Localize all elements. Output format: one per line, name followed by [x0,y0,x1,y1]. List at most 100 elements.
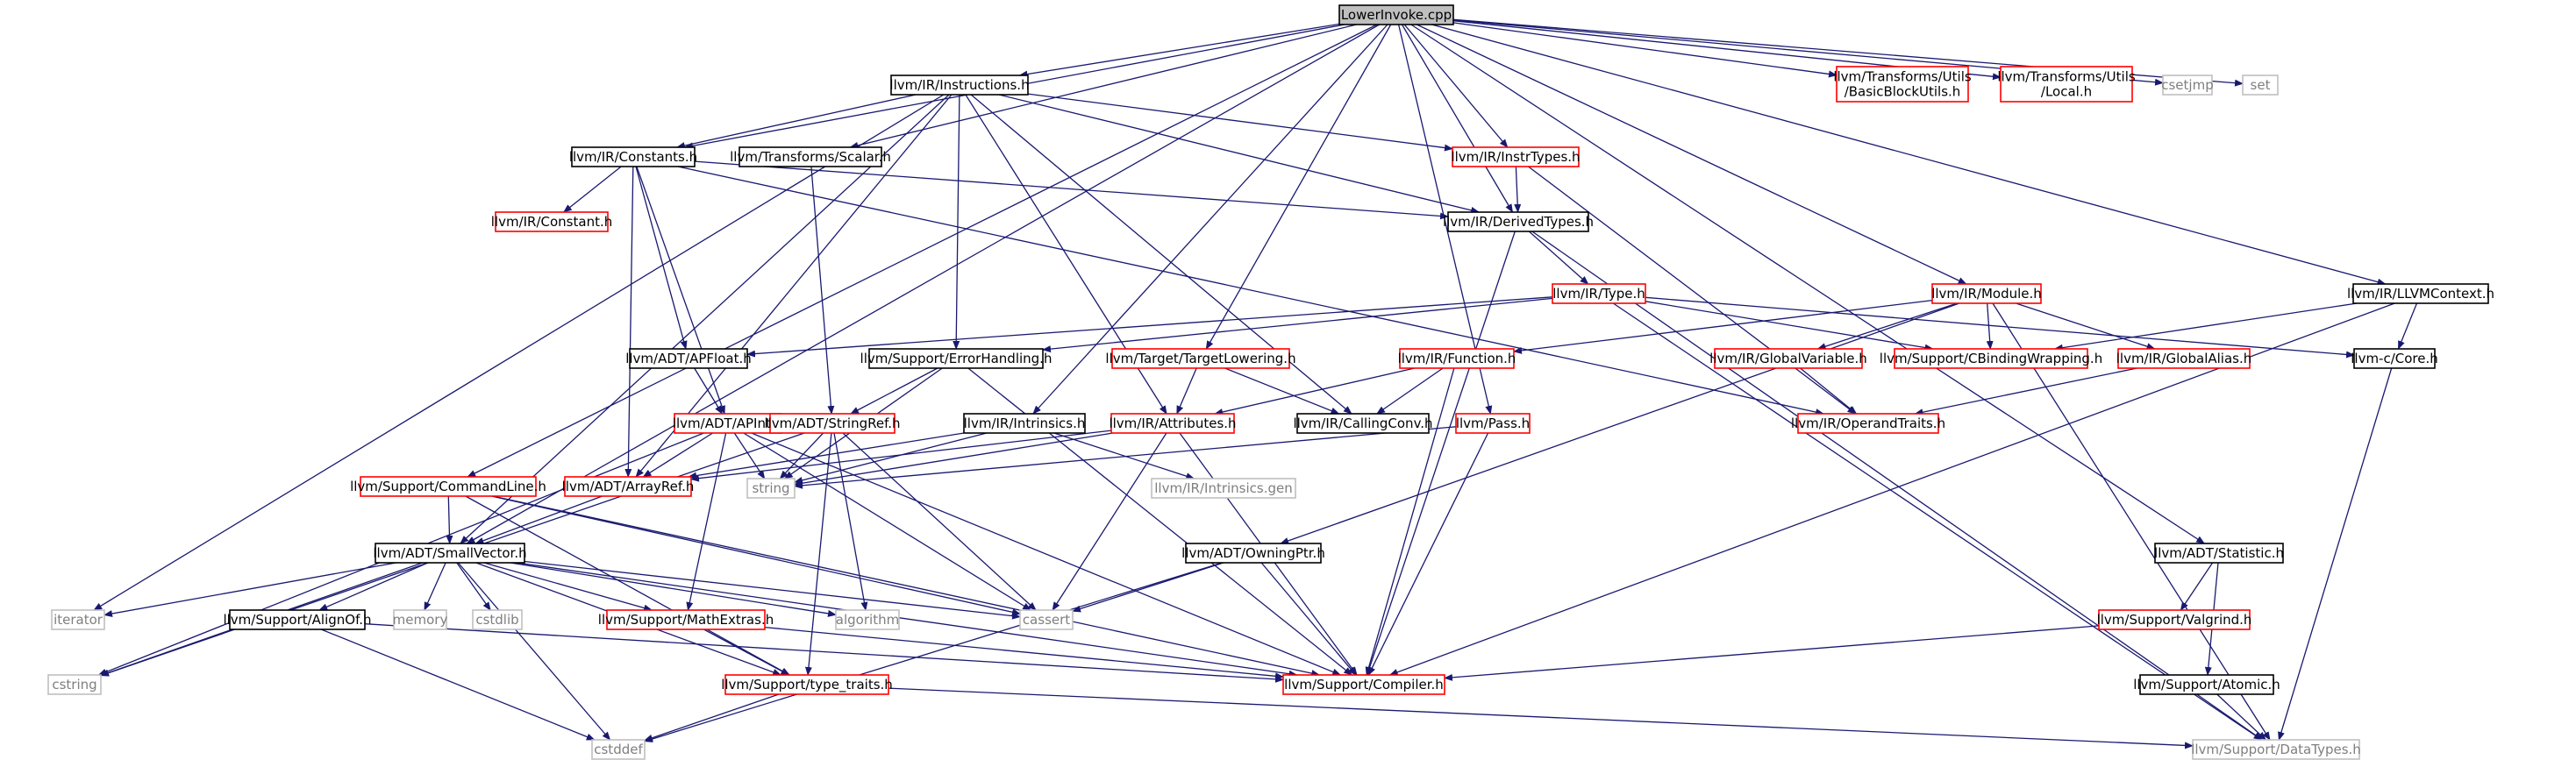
node-atomic[interactable]: llvm/Support/Atomic.h [2133,674,2280,695]
node-commandline[interactable]: llvm/Support/CommandLine.h [350,476,546,497]
node-pass[interactable]: llvm/Pass.h [1455,413,1531,434]
node-box [1151,478,1296,499]
edge-llvmcontext-to-ccore [2397,302,2418,350]
edge-derivedtypes-to-type [1528,231,1589,285]
node-label: llvm/Support/CBindingWrapping.h [1880,351,2102,366]
node-box [375,543,525,564]
node-datatypes: llvm/Support/DataTypes.h [2191,739,2361,760]
node-valgrind[interactable]: llvm/Support/Valgrind.h [2097,609,2252,630]
node-compiler[interactable]: llvm/Support/Compiler.h [1282,674,1445,695]
node-cstring: cstring [47,674,102,695]
node-instructions[interactable]: llvm/IR/Instructions.h [889,75,1030,96]
edge-derivedtypes-to-datatypes [1531,231,2264,741]
node-label: llvm/ADT/Statistic.h [2154,545,2284,561]
node-cassert: cassert [1019,609,1074,630]
node-mathextras[interactable]: llvm/Support/MathExtras.h [598,609,774,630]
edge-arrayref-to-smallvector [475,495,603,544]
node-label: llvm-c/Core.h [2351,351,2438,366]
edge-function-to-callingconv [1376,367,1444,415]
edge-root-to-intrinsics [1032,24,1388,415]
node-errorhandling[interactable]: llvm/Support/ErrorHandling.h [860,348,1053,369]
node-label: csetjmp [2161,77,2213,93]
edge-smallvector-to-mathextras [483,562,653,612]
node-label: llvm/ADT/SmallVector.h [373,545,526,561]
edge-root-to-instructions [1018,23,1340,78]
edge-root-to-scalar [849,24,1357,149]
node-label: llvm/Support/ErrorHandling.h [860,351,1053,366]
node-label: llvm/IR/CallingConv.h [1293,415,1432,431]
node-label: llvm/IR/Module.h [1931,286,2042,302]
node-box [1797,413,1939,434]
node-box [1931,283,2042,304]
node-constants[interactable]: llvm/IR/Constants.h [569,146,697,167]
edge-ccore-to-datatypes [2278,367,2393,741]
node-constant[interactable]: llvm/IR/Constant.h [491,211,613,232]
node-box [2098,609,2251,630]
node-callingconv[interactable]: llvm/IR/CallingConv.h [1293,413,1433,434]
node-derivedtypes[interactable]: llvm/IR/DerivedTypes.h [1443,211,1594,232]
edge-owningptr-to-cstddef [644,562,1223,742]
node-box [2353,348,2436,369]
edge-alignof-to-compiler [364,623,1284,683]
node-label: /BasicBlockUtils.h [1845,84,1961,100]
node-stringref[interactable]: llvm/ADT/StringRef.h [764,413,901,434]
edge-type-to-ccore [1645,296,2355,359]
edge-smallvector-to-cassert [524,560,1021,620]
edge-commandline-to-cassert [491,495,1021,616]
node-scalar[interactable]: llvm/Transforms/Scalar.h [730,146,891,167]
node-cstdlib: cstdlib [472,609,523,630]
edge-atomic-to-datatypes [2216,693,2267,741]
node-module[interactable]: llvm/IR/Module.h [1931,283,2042,304]
node-targetlowering[interactable]: llvm/Target/TargetLowering.h [1105,348,1296,369]
edge-llvmcontext-to-cbinding [2053,302,2358,352]
node-bbutils[interactable]: llvm/Transforms/Utils/BasicBlockUtils.h [1833,66,1972,103]
node-operandtraits[interactable]: llvm/IR/OperandTraits.h [1791,413,1945,434]
edge-type-to-errorhandling [1042,297,1553,353]
edge-constants-to-apfloat [635,166,688,350]
node-globalvariable[interactable]: llvm/IR/GlobalVariable.h [1709,348,1867,369]
edge-valgrind-to-compiler [1444,625,2100,681]
node-box [739,146,882,167]
node-box [1296,413,1430,434]
node-label: string [752,480,789,496]
edge-smallvector-to-algorithm [510,562,837,617]
node-typetraits[interactable]: llvm/Support/type_traits.h [721,674,893,695]
node-label: llvm/Support/MathExtras.h [598,612,774,628]
node-cbinding[interactable]: llvm/Support/CBindingWrapping.h [1880,348,2102,369]
node-label: llvm/IR/GlobalAlias.h [2116,351,2252,366]
edge-root-to-module [1416,24,1967,285]
node-label: llvm/Support/AlignOf.h [223,612,371,628]
node-label: llvm/Transforms/Utils [1997,69,2136,85]
edge-root-to-instrtypes [1403,24,1509,148]
node-statistic[interactable]: llvm/ADT/Statistic.h [2154,543,2284,564]
node-local[interactable]: llvm/Transforms/Utils/Local.h [1997,66,2136,103]
node-type[interactable]: llvm/IR/Type.h [1552,283,1646,304]
node-box [868,348,1044,369]
node-apfloat[interactable]: llvm/ADT/APFloat.h [625,348,752,369]
node-globalalias[interactable]: llvm/IR/GlobalAlias.h [2116,348,2252,369]
node-arrayref[interactable]: llvm/ADT/ArrayRef.h [562,476,695,497]
edge-constants-to-operandtraits [677,166,1825,416]
node-attributes[interactable]: llvm/IR/Attributes.h [1109,413,1237,434]
node-box [2117,348,2251,369]
node-box [1894,348,2088,369]
node-ccore[interactable]: llvm-c/Core.h [2351,348,2438,369]
node-box [1552,283,1646,304]
node-smallvector[interactable]: llvm/ADT/SmallVector.h [373,543,527,564]
node-alignof[interactable]: llvm/Support/AlignOf.h [223,609,372,630]
node-function[interactable]: llvm/IR/Function.h [1398,348,1516,369]
node-owningptr[interactable]: llvm/ADT/OwningPtr.h [1181,543,1325,564]
edge-layer [93,18,2418,749]
node-box [2000,66,2133,103]
node-apint[interactable]: llvm/ADT/APInt.h [673,413,783,434]
node-label: llvm/IR/OperandTraits.h [1791,415,1945,431]
node-box [229,609,366,630]
node-label: llvm/ADT/OwningPtr.h [1181,545,1325,561]
edge-module-to-cbinding [1986,302,1994,350]
edge-smallvector-to-iterator [103,562,396,617]
node-intrinsics[interactable]: llvm/IR/Intrinsics.h [963,413,1086,434]
node-instrtypes[interactable]: llvm/IR/InstrTypes.h [1451,146,1581,167]
node-llvmcontext[interactable]: llvm/IR/LLVMContext.h [2347,283,2494,304]
node-label: llvm/IR/InstrTypes.h [1451,149,1580,165]
